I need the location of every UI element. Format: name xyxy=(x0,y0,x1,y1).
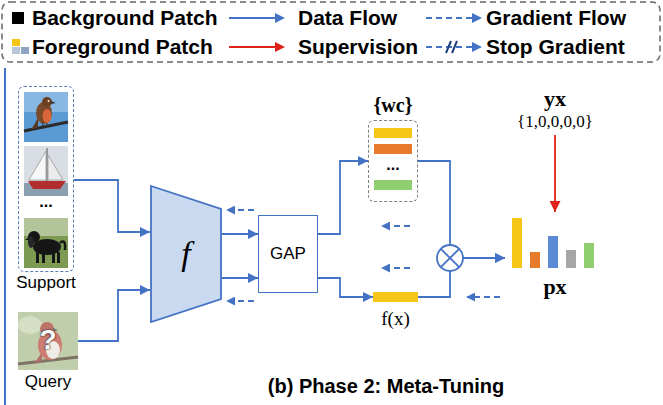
legend-label: Supervision xyxy=(298,34,418,60)
legend-sample xyxy=(10,39,30,55)
figure-caption: (b) Phase 2: Meta-Tuning xyxy=(186,373,586,399)
legend-sample xyxy=(227,10,287,26)
encoder-symbol: f xyxy=(150,236,222,272)
data-flow-arrow xyxy=(318,161,368,234)
boat-photo xyxy=(24,146,68,196)
label-vector: yx{1,0,0,0,0} xyxy=(505,86,605,132)
legend-sample xyxy=(424,39,484,55)
query-feature: f(x) xyxy=(373,292,418,302)
legend-label: Gradient Flow xyxy=(486,5,626,31)
data-flow-arrow xyxy=(78,290,150,341)
data-flow-arrow xyxy=(222,277,258,279)
ellipsis: ... xyxy=(19,193,73,211)
legend-label: Foreground Patch xyxy=(32,34,213,60)
pooling-box: GAP xyxy=(258,215,318,293)
query-image: ?Query xyxy=(18,312,78,370)
data-flow-arrow xyxy=(222,233,258,235)
set-label: Support xyxy=(16,273,76,293)
classifier-weights: {wc}... xyxy=(368,120,418,202)
legend-frame xyxy=(2,2,660,62)
ellipsis: ... xyxy=(369,156,417,174)
panel-rule xyxy=(4,68,6,405)
data-flow-arrow xyxy=(318,278,373,297)
data-flow-arrow xyxy=(418,161,505,258)
feature-label: f(x) xyxy=(381,308,409,330)
prediction-chart: px xyxy=(505,212,605,270)
legend-label: Background Patch xyxy=(32,5,218,31)
legend-swatch xyxy=(12,12,24,24)
prediction-bars xyxy=(512,218,594,268)
legend-sample xyxy=(424,10,484,26)
label-symbol: yx xyxy=(505,86,605,112)
gradient-arrows xyxy=(227,210,500,301)
legend-label: Stop Gradient xyxy=(486,34,625,60)
legend-sample xyxy=(227,39,287,55)
label-values: {1,0,0,0,0} xyxy=(505,112,605,132)
image-label: Query xyxy=(25,372,71,392)
weights-label: {wc} xyxy=(373,93,412,117)
prediction-label: px xyxy=(543,274,566,300)
data-flow-arrow xyxy=(74,180,150,232)
support-set: ...Support xyxy=(18,86,74,272)
dog-photo xyxy=(24,218,68,268)
query-photo xyxy=(18,312,78,370)
query-mark: ? xyxy=(18,324,78,356)
product-symbol xyxy=(437,245,463,271)
encoder-outline xyxy=(151,186,221,322)
legend-label: Data Flow xyxy=(298,5,397,31)
bird-photo xyxy=(24,92,68,142)
supervision-arrow xyxy=(554,135,556,212)
pooling-label: GAP xyxy=(270,244,306,264)
encoder: f xyxy=(150,185,222,323)
